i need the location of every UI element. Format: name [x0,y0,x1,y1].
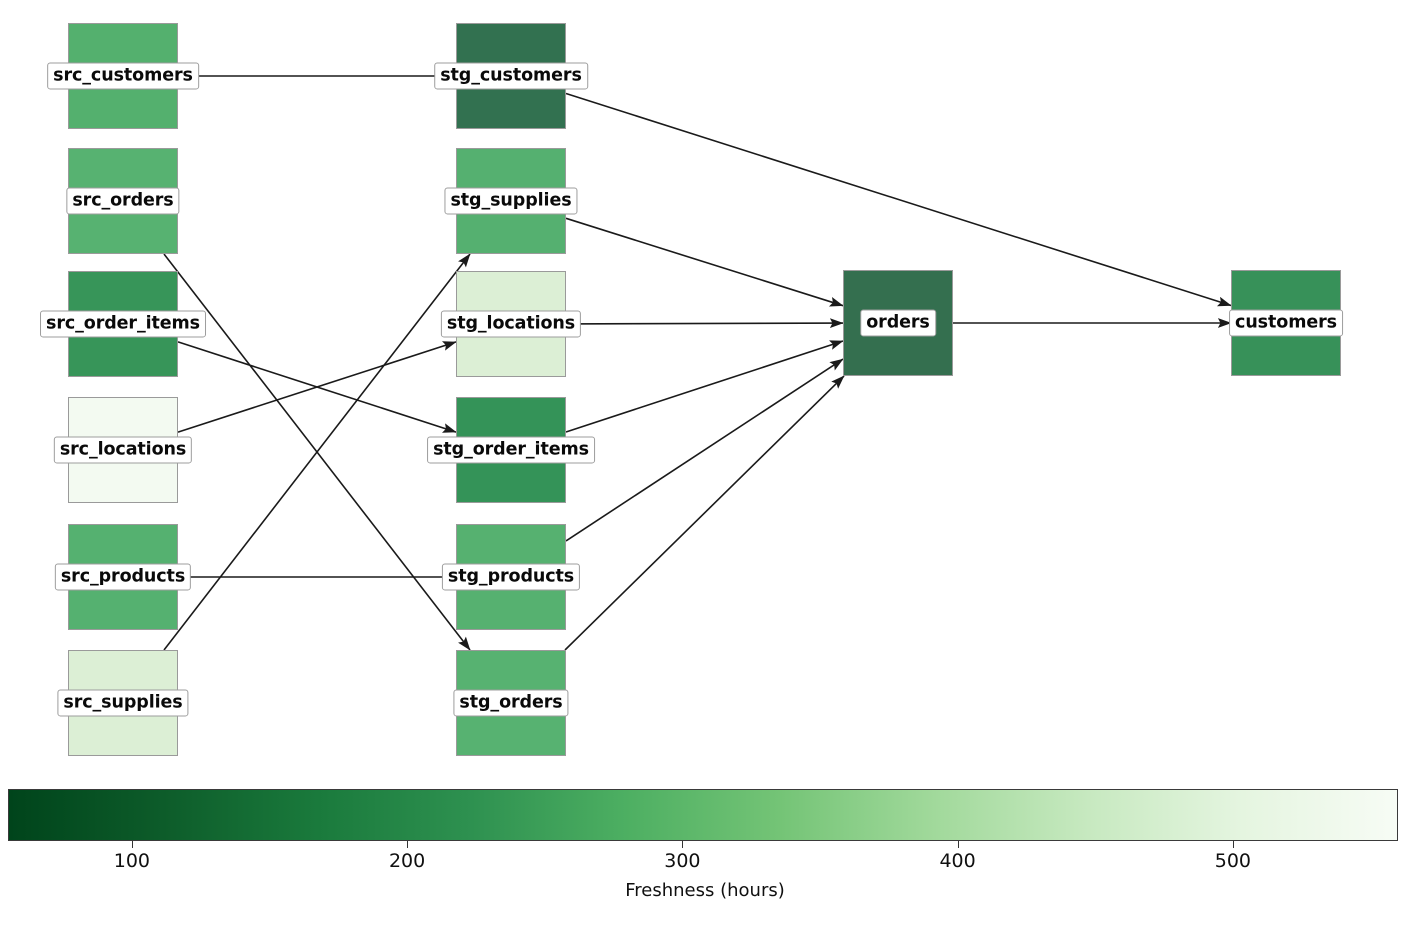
edge-layer [163,75,1232,651]
colorbar-tick-label: 500 [1214,850,1252,872]
colorbar: 100 200 300 400 500 Freshness (hours) [0,780,1410,926]
colorbar-tick-label: 300 [664,850,701,872]
node-label-orders: orders [860,309,936,337]
node-label-stg_order_items: stg_order_items [427,436,595,464]
node-label-customers: customers [1229,309,1343,337]
edge-stg_products-to-orders [565,358,844,542]
edge-stg_supplies-to-orders [565,217,844,307]
colorbar-tick-mark [407,841,409,848]
node-label-stg_locations: stg_locations [440,310,582,338]
node-label-src_locations: src_locations [53,436,193,464]
edge-stg_order_items-to-orders [565,340,844,433]
colorbar-tick-label: 400 [939,850,976,872]
node-label-src_customers: src_customers [47,62,199,90]
edge-src_supplies-to-stg_supplies [163,253,471,651]
colorbar-tick-mark [1232,841,1234,848]
colorbar-tick-label: 100 [113,850,151,872]
node-label-src_products: src_products [54,563,192,591]
node-label-stg_orders: stg_orders [453,689,569,717]
node-label-stg_customers: stg_customers [434,62,588,90]
edge-src_locations-to-stg_locations [177,341,457,433]
node-label-stg_products: stg_products [441,563,581,591]
colorbar-title: Freshness (hours) [625,880,785,901]
edge-stg_locations-to-orders [565,318,844,329]
colorbar-tick-mark [957,841,959,848]
edge-group [163,75,1232,651]
edge-stg_orders-to-orders [564,375,845,651]
edge-stg_customers-to-customers [565,92,1232,307]
colorbar-tick-label: 200 [388,850,426,872]
node-label-src_orders: src_orders [66,187,180,215]
node-label-stg_supplies: stg_supplies [444,187,578,215]
colorbar-tick-mark [682,841,684,848]
colorbar-tick-mark [131,841,133,848]
node-label-src_supplies: src_supplies [57,689,189,717]
colorbar-gradient [8,789,1398,841]
node-label-src_order_items: src_order_items [40,310,206,338]
